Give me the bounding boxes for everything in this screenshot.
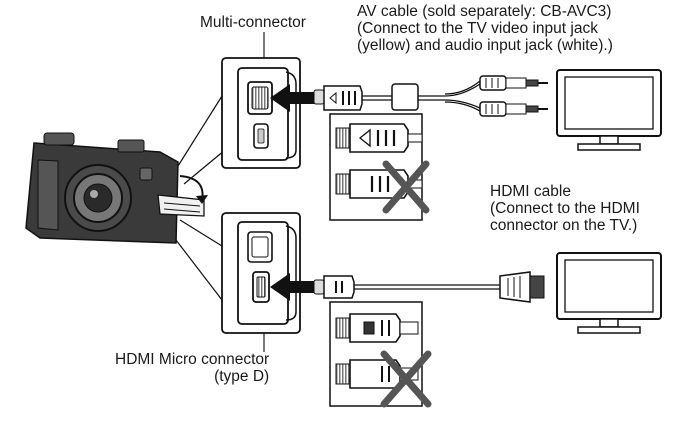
tv-icon bbox=[556, 252, 662, 334]
av-plug-detail-box bbox=[329, 113, 430, 221]
camera-icon bbox=[25, 132, 208, 244]
incorrect-cross-icon bbox=[382, 160, 430, 214]
insert-arrow-icon bbox=[270, 84, 316, 112]
multi-connector-port-icon bbox=[247, 81, 273, 115]
av-cable bbox=[313, 75, 548, 117]
multi-connector-panel bbox=[221, 57, 301, 169]
hdmi-cable-plug-icon bbox=[499, 271, 545, 303]
hdmi-micro-connector-label: HDMI Micro connector (type D) bbox=[115, 351, 270, 385]
hdmi-plug-detail-box bbox=[329, 301, 432, 408]
hdmi-cable bbox=[313, 271, 545, 303]
incorrect-cross-icon bbox=[380, 350, 432, 408]
multi-connector-label: Multi-connector bbox=[200, 14, 306, 31]
av-cable-plug-icon bbox=[335, 123, 423, 153]
hdmi-cable-label: HDMI cable (Connect to the HDMI connecto… bbox=[490, 183, 640, 234]
hdmi-cable-plug-icon bbox=[335, 313, 419, 343]
rca-plug-yellow-icon bbox=[479, 75, 548, 91]
hdmi-port-panel bbox=[221, 212, 301, 334]
hdmi-micro-port-icon bbox=[252, 271, 270, 303]
tv-icon bbox=[556, 69, 662, 151]
av-cable-label: AV cable (sold separately: CB-AVC3) (Con… bbox=[357, 3, 613, 54]
rca-plug-white-icon bbox=[479, 101, 548, 117]
insert-arrow-icon bbox=[270, 273, 316, 301]
